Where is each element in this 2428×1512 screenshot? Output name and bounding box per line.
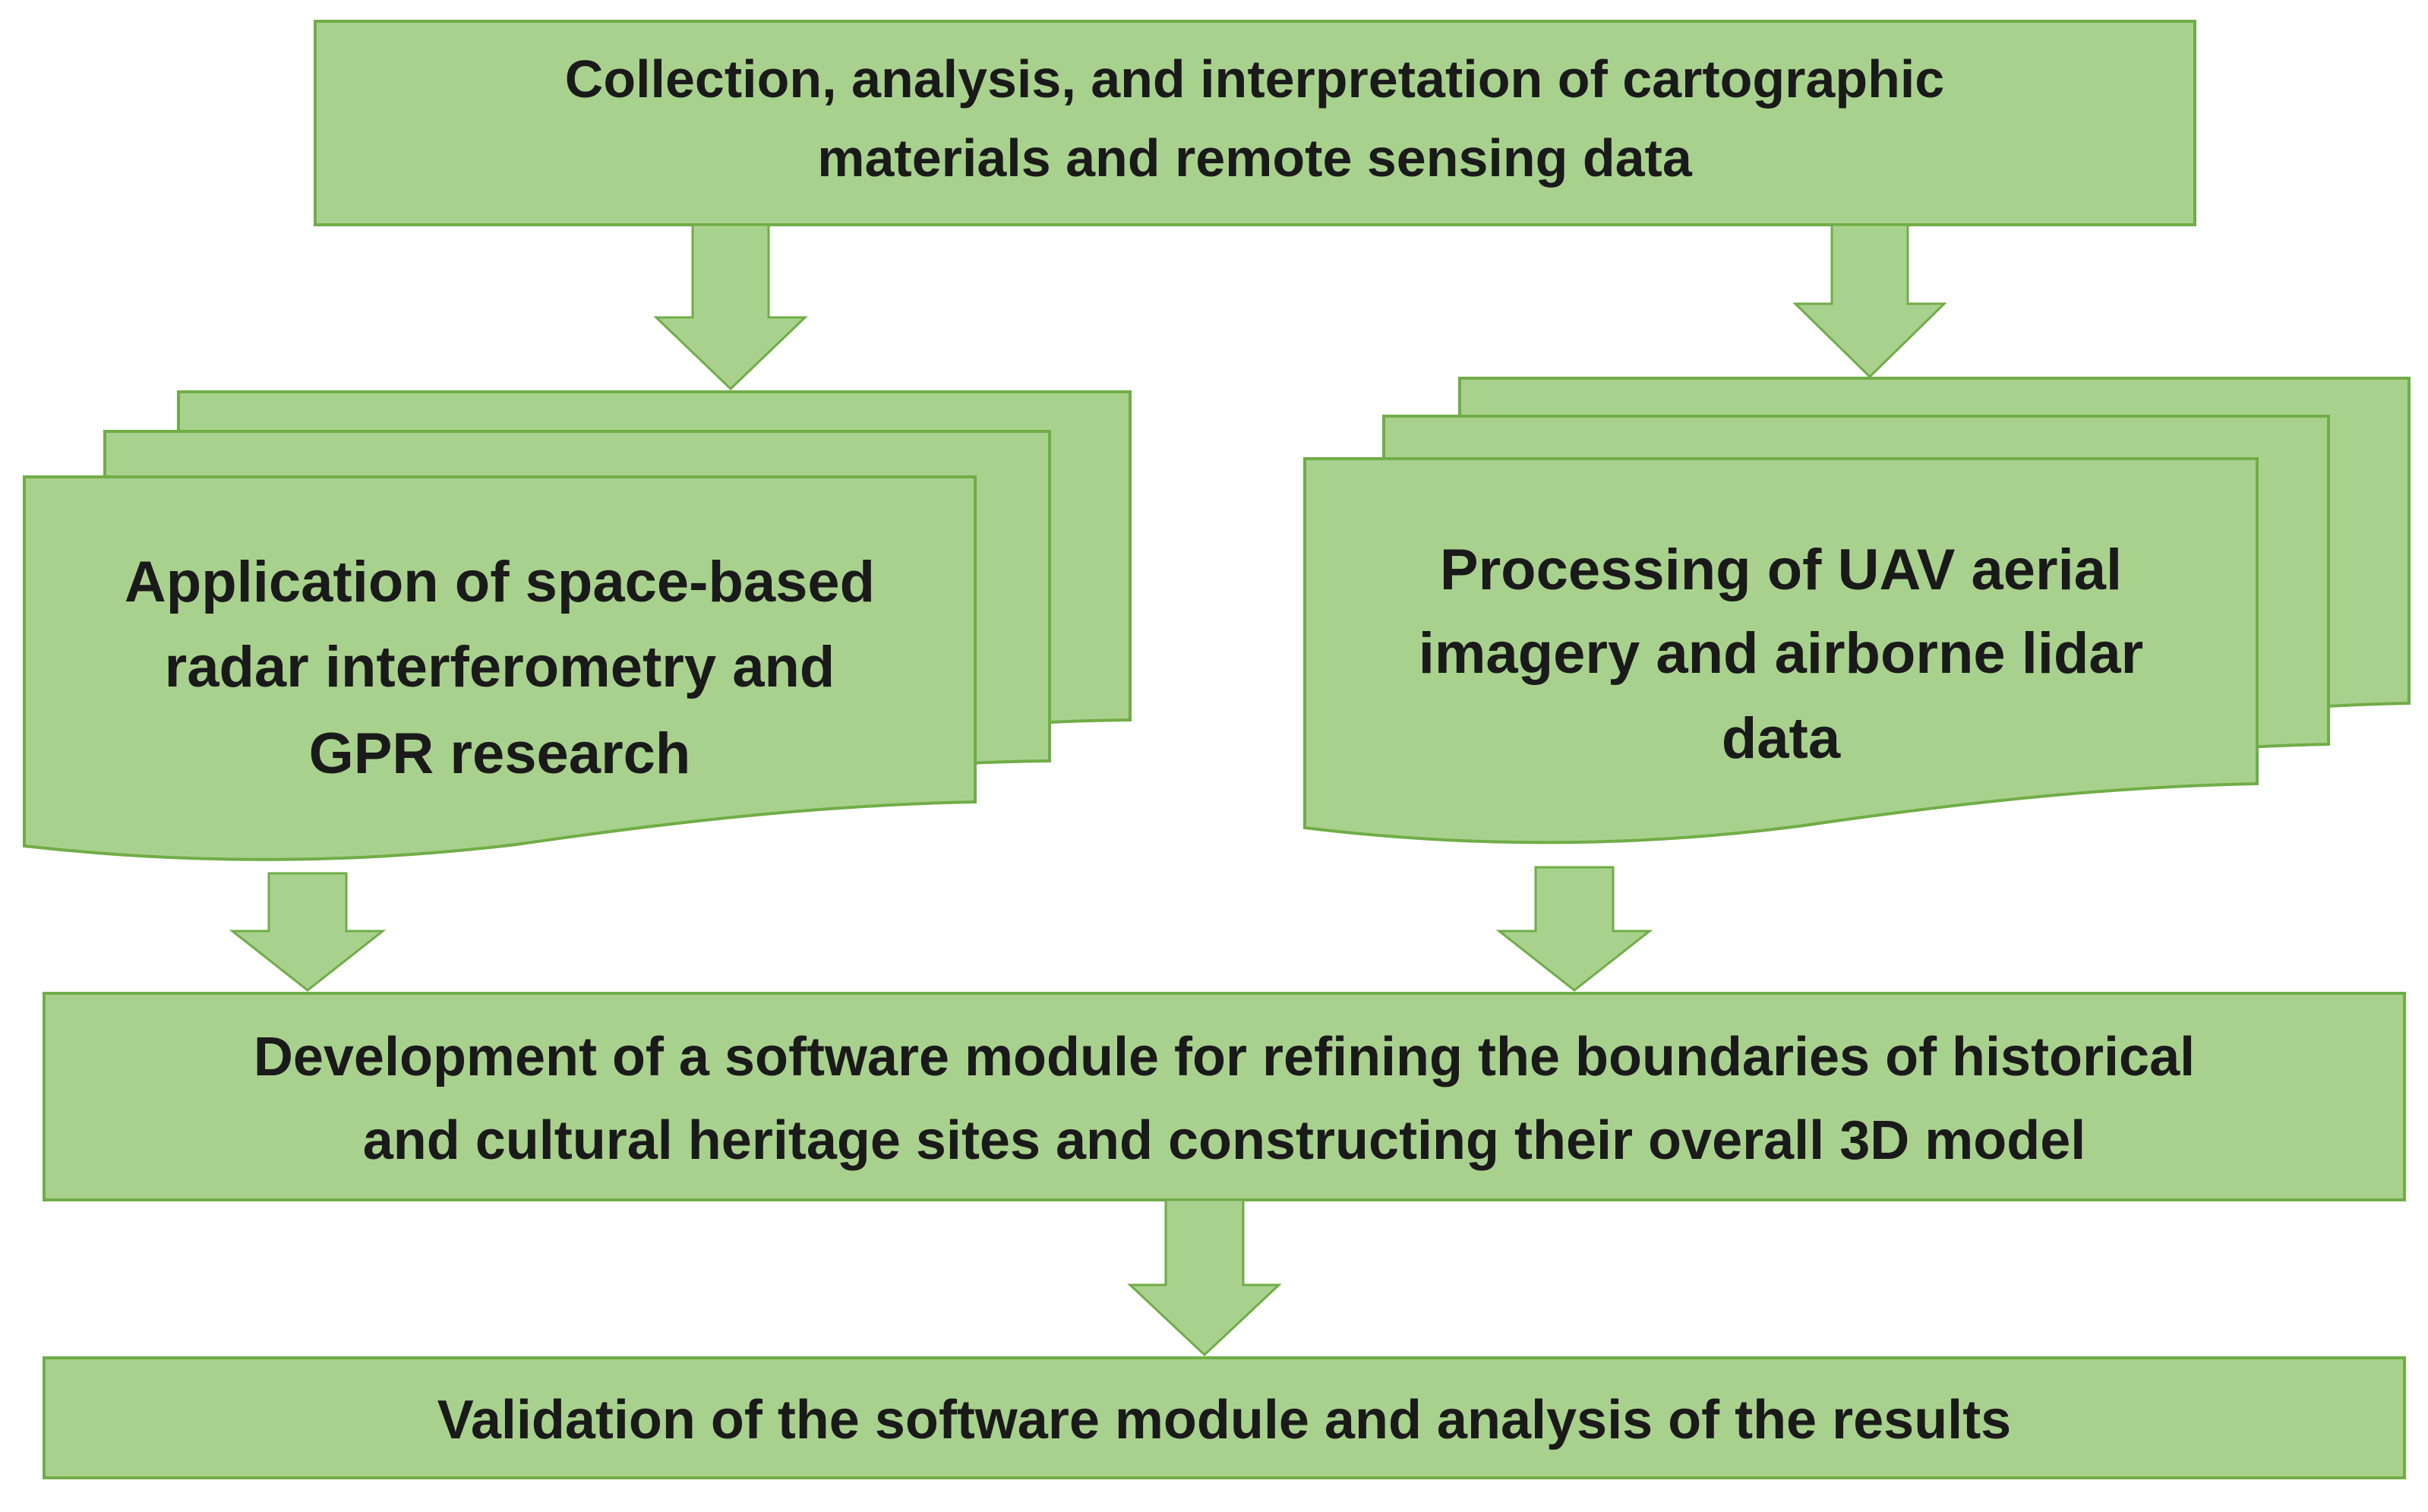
validation-box xyxy=(43,1356,2406,1479)
development-box-line-1: Development of a software module for ref… xyxy=(254,1027,2195,1087)
development-box-line-2: and cultural heritage sites and construc… xyxy=(363,1110,2086,1171)
left-doc-line-1: Application of space-based xyxy=(125,550,875,614)
arrow-right-to-dev xyxy=(1495,866,1653,992)
right-doc-line-3: data xyxy=(1722,706,1841,771)
top-box xyxy=(314,20,2196,226)
left-doc-front-page xyxy=(23,475,977,861)
left-doc-line-3: GPR research xyxy=(309,721,691,786)
arrow-dev-to-validation xyxy=(1127,1198,1282,1357)
top-box-line-1: Collection, analysis, and interpretation… xyxy=(565,49,1944,109)
right-doc-line-2: imagery and airborne lidar xyxy=(1419,621,2144,686)
left-doc-line-2: radar interferometry and xyxy=(165,635,835,699)
arrow-top-to-left xyxy=(653,223,808,391)
top-box-line-2: materials and remote sensing data xyxy=(817,128,1693,188)
arrow-top-to-right xyxy=(1792,223,1947,379)
validation-box-line-1: Validation of the software module and an… xyxy=(437,1390,2011,1450)
arrow-left-to-dev xyxy=(229,872,387,992)
right-doc-front-page xyxy=(1303,457,2259,844)
right-doc-line-1: Processing of UAV aerial xyxy=(1440,538,2122,602)
